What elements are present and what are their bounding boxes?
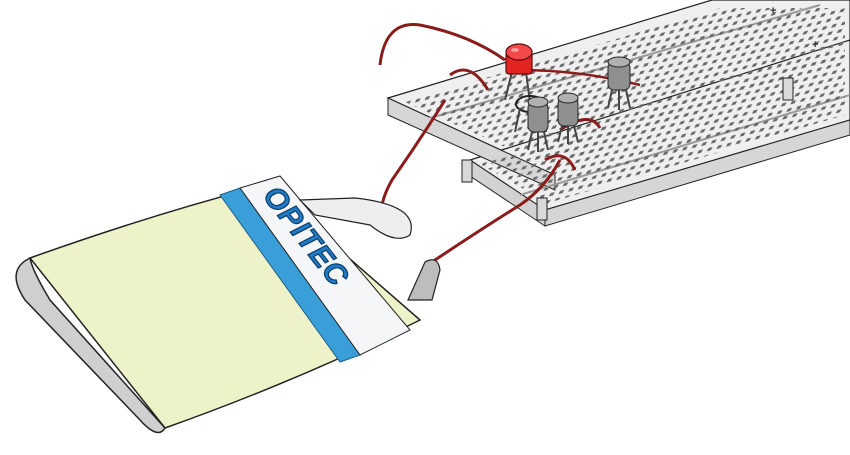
battery-wire-positive (378, 23, 506, 66)
battery-end-cap (15, 256, 166, 434)
battery-wire-negative (431, 159, 562, 264)
jumper-wire (449, 68, 490, 91)
battery-terminal-negative (407, 259, 441, 301)
rail-plus-mark: + (812, 39, 818, 51)
rail-plus-mark-2: + (770, 5, 776, 17)
breadboard-foot (461, 159, 473, 183)
breadboard-foot-2 (536, 197, 548, 221)
transistor-2 (557, 92, 579, 144)
components (449, 43, 641, 171)
breadboard-foot-3 (782, 77, 794, 101)
transistor (527, 96, 549, 152)
battery: OPITEC (15, 175, 441, 434)
battery-band (239, 175, 411, 356)
transistor-3 (607, 56, 631, 110)
jumper-wire-3 (544, 154, 577, 171)
jumper-wire-2 (559, 118, 602, 132)
battery-terminal-positive (298, 197, 412, 239)
